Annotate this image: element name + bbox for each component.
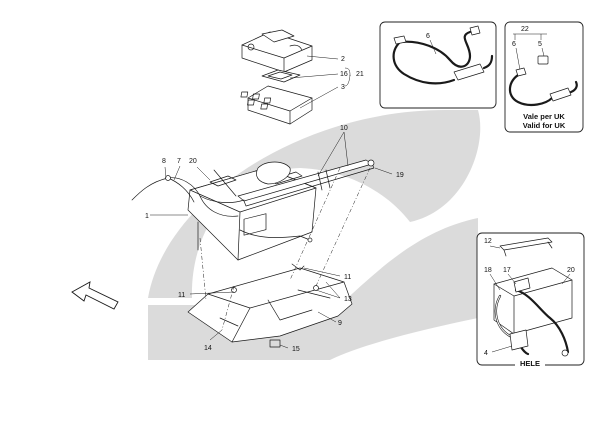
- fuse-box: [240, 85, 313, 125]
- uk-callout-6: 6: [512, 41, 516, 48]
- clamp-bar: [237, 159, 375, 207]
- assembly-lines: [199, 167, 371, 331]
- callout-labels: 2 16 21 3 10 8 7 20 1 19 11 11 13 9 14 1…: [145, 56, 404, 353]
- battery-cables: [131, 169, 313, 243]
- hele-caption: HELE: [520, 359, 540, 368]
- callout-20: 20: [189, 158, 197, 165]
- hele-callout-17: 17: [503, 267, 511, 274]
- callout-21: 21: [356, 71, 364, 78]
- battery: [187, 161, 317, 261]
- uk-callout-5: 5: [538, 41, 542, 48]
- callout-16: 16: [340, 71, 348, 78]
- watermark-upper-swoosh: [148, 110, 481, 298]
- inset-uk-charger: 22 6 5 Vale per UK Valid for UK: [504, 21, 584, 133]
- fuse-box-gasket: [261, 69, 301, 83]
- leader-lines: [150, 55, 393, 349]
- inset-hele-battery: 12 18 17 20 4 HELE: [476, 232, 585, 368]
- uk-note-english: Valid for UK: [523, 121, 566, 130]
- inset-battery-charger: 6: [379, 21, 497, 109]
- callout-2: 2: [341, 56, 345, 63]
- battery-cover: [241, 29, 313, 73]
- hele-callout-20: 20: [567, 267, 575, 274]
- callout-1: 1: [145, 213, 149, 220]
- callout-11-left: 11: [178, 292, 185, 299]
- hele-callout-12: 12: [484, 238, 492, 245]
- callout-9: 9: [338, 320, 342, 327]
- hele-callout-18: 18: [484, 267, 492, 274]
- callout-13: 13: [344, 296, 352, 303]
- callout-11-right: 11: [344, 274, 351, 281]
- charger-callout-6: 6: [426, 33, 430, 40]
- callout-15: 15: [292, 346, 300, 353]
- arrow-icon: [71, 281, 119, 310]
- hele-callout-4: 4: [484, 350, 488, 357]
- uk-callout-22: 22: [521, 26, 529, 33]
- callout-3: 3: [341, 84, 345, 91]
- callout-19: 19: [396, 172, 404, 179]
- callout-7: 7: [177, 158, 181, 165]
- callout-8: 8: [162, 158, 166, 165]
- battery-tray: [187, 263, 353, 348]
- callout-10: 10: [340, 125, 348, 132]
- uk-note-italian: Vale per UK: [523, 112, 565, 121]
- hele-caption-bg: [515, 358, 545, 368]
- callout-14: 14: [204, 345, 212, 352]
